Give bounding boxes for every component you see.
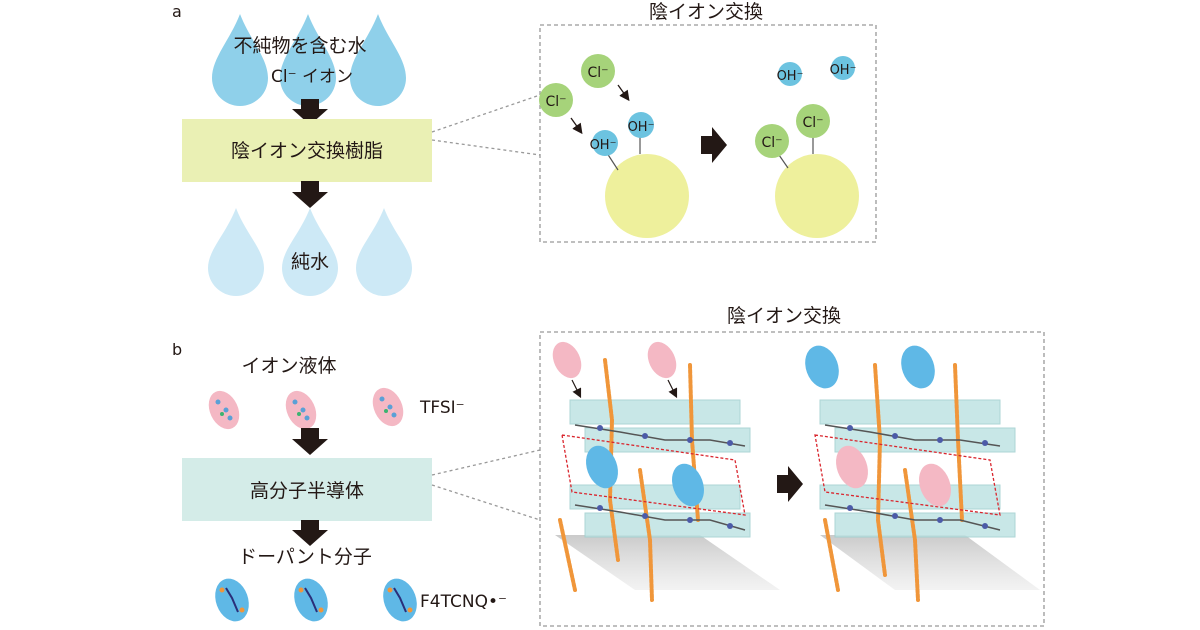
pure-water-label: 純水: [291, 251, 329, 273]
water-drop: [280, 14, 336, 106]
anion-exchange-box-b: [539, 331, 1045, 627]
semiconductor-box: [182, 458, 432, 521]
tfsi-ions: [208, 387, 404, 430]
arrow-down-icon: [292, 428, 328, 455]
panel-a-letter: a: [172, 2, 182, 21]
chloride-label: Cl⁻: [761, 135, 782, 151]
anion-exchange-title-b: 陰イオン交換: [727, 305, 841, 327]
tfsi-ion: [919, 463, 951, 507]
chloride-label: Cl⁻: [587, 65, 608, 81]
anion-exchange-box-a: [539, 24, 877, 243]
lamella-after: [805, 345, 1040, 602]
tfsi-ion: [836, 445, 868, 489]
hydroxide-ion: [778, 62, 802, 86]
side-chain: [873, 363, 887, 577]
hydroxide-ion: [831, 56, 855, 80]
movement-arrow: [667, 379, 678, 399]
dopant-ion: [586, 445, 618, 489]
zoom-connector: [431, 484, 541, 521]
chloride-ion-label: Cl⁻ イオン: [271, 67, 353, 87]
dopant-ions: [215, 578, 417, 622]
water-drop: [282, 208, 338, 296]
water-drop: [208, 208, 264, 296]
panel-b-letter: b: [172, 340, 182, 359]
dopant-ion: [901, 345, 935, 389]
side-chain: [903, 468, 920, 602]
movement-arrow: [571, 379, 582, 399]
hydroxide-label: OH⁻: [590, 138, 617, 153]
water-drop: [356, 208, 412, 296]
polymer-slab: [819, 399, 1001, 425]
dopant-name-label: F4TCNQ•⁻: [420, 592, 507, 612]
bond-line: [778, 154, 789, 169]
zoom-connector: [431, 94, 541, 133]
impure-water-label: 不純物を含む水: [233, 35, 366, 57]
water-drop: [350, 14, 406, 106]
hydroxide-ion: [628, 112, 654, 138]
highlight-frame: [814, 434, 1001, 516]
resin-bead: [775, 154, 859, 238]
polymer-backbone: [824, 424, 1001, 447]
impure-water-drops: [212, 14, 406, 106]
side-chain: [558, 518, 577, 592]
side-chain: [823, 518, 840, 592]
hydroxide-label: OH⁻: [830, 63, 857, 78]
arrow-right-icon: [701, 127, 727, 163]
chloride-ion: [539, 83, 573, 117]
anion-exchange-title-a: 陰イオン交換: [649, 1, 763, 23]
chloride-label: Cl⁻: [802, 115, 823, 131]
zoom-connector: [431, 139, 541, 156]
polymer-slab: [569, 399, 741, 425]
polymer-backbone: [574, 504, 746, 531]
floor-shadow: [820, 535, 1040, 590]
dopant-ion: [672, 463, 704, 507]
highlight-frame: [561, 434, 746, 516]
ionic-liquid-label: イオン液体: [241, 355, 336, 377]
polymer-slab: [834, 512, 1016, 538]
chloride-label: Cl⁻: [545, 94, 566, 110]
arrow-down-icon: [292, 520, 328, 546]
water-drop: [212, 14, 268, 106]
tfsi-ion: [647, 341, 677, 379]
resin-box: [182, 119, 432, 182]
polymer-backbone: [574, 424, 746, 447]
arrow-down-icon: [292, 99, 328, 125]
floor-shadow: [555, 535, 780, 590]
polymer-backbone: [824, 504, 1001, 531]
tfsi-label: TFSI⁻: [419, 398, 465, 418]
movement-arrow: [617, 84, 630, 102]
semiconductor-label: 高分子半導体: [250, 480, 364, 502]
arrow-right-icon: [777, 466, 803, 502]
dopant-ion: [805, 345, 839, 389]
chloride-ion: [581, 54, 615, 88]
lamella-before: [552, 341, 780, 602]
arrow-down-icon: [292, 181, 328, 208]
pure-water-drops: [208, 208, 412, 296]
dopant-label: ドーパント分子: [238, 546, 372, 568]
hydroxide-ion: [592, 130, 618, 156]
polymer-slab: [569, 484, 741, 510]
hydroxide-label: OH⁻: [777, 69, 804, 84]
tfsi-ion: [552, 341, 582, 379]
chloride-ion: [755, 124, 789, 158]
hydroxide-label: OH⁻: [628, 120, 655, 135]
zoom-connector: [431, 449, 541, 476]
chloride-ion: [796, 104, 830, 138]
resin-label: 陰イオン交換樹脂: [231, 140, 383, 162]
side-chain: [638, 468, 654, 602]
resin-bead: [605, 154, 689, 238]
movement-arrow: [570, 117, 583, 135]
